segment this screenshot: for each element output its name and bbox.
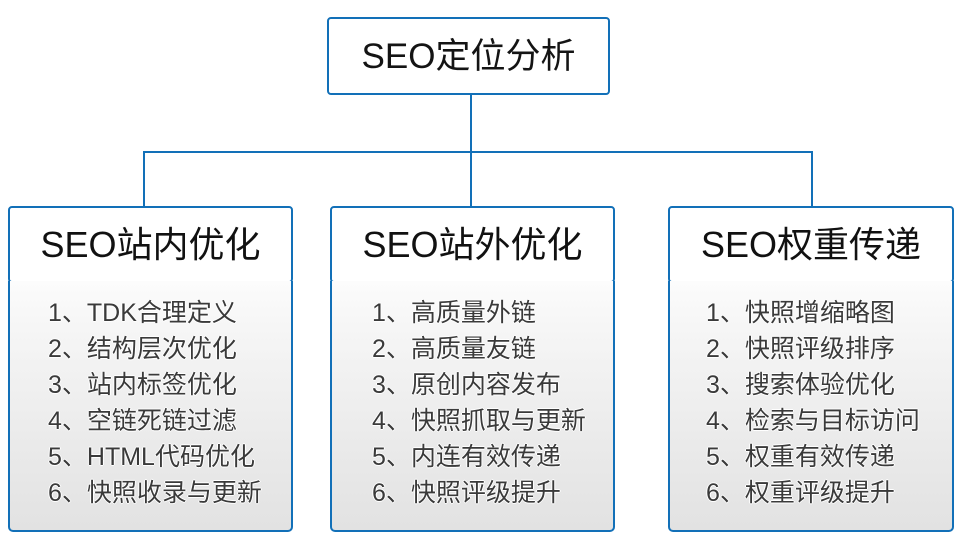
root-node-label: SEO定位分析 [361, 36, 576, 76]
list-item[interactable]: 6、权重评级提升 [706, 479, 895, 507]
branch-header-2[interactable]: SEO站外优化 [330, 206, 615, 283]
branch-column-1: SEO站内优化 1、TDK合理定义 2、结构层次优化 3、站内标签优化 4、空链… [8, 206, 293, 532]
list-item[interactable]: 3、原创内容发布 [372, 371, 561, 399]
branch-item-list-3: 1、快照增缩略图 2、快照评级排序 3、搜索体验优化 4、检索与目标访问 5、权… [670, 295, 952, 511]
connector-horizontal-bus [143, 151, 813, 153]
list-item[interactable]: 3、搜索体验优化 [706, 371, 895, 399]
list-item[interactable]: 6、快照收录与更新 [48, 479, 262, 507]
list-item[interactable]: 5、内连有效传递 [372, 443, 561, 471]
list-item[interactable]: 2、快照评级排序 [706, 335, 895, 363]
list-item[interactable]: 1、快照增缩略图 [706, 299, 895, 327]
list-item[interactable]: 5、权重有效传递 [706, 443, 895, 471]
connector-drop-branch-3 [811, 151, 813, 207]
list-item[interactable]: 3、站内标签优化 [48, 371, 237, 399]
list-item[interactable]: 1、TDK合理定义 [48, 299, 237, 327]
list-item[interactable]: 4、快照抓取与更新 [372, 407, 586, 435]
root-node-seo-positioning-analysis[interactable]: SEO定位分析 [327, 17, 610, 95]
branch-body-1: 1、TDK合理定义 2、结构层次优化 3、站内标签优化 4、空链死链过滤 5、H… [8, 281, 293, 532]
list-item[interactable]: 4、空链死链过滤 [48, 407, 237, 435]
list-item[interactable]: 6、快照评级提升 [372, 479, 561, 507]
branch-body-2: 1、高质量外链 2、高质量友链 3、原创内容发布 4、快照抓取与更新 5、内连有… [330, 281, 615, 532]
branch-header-1[interactable]: SEO站内优化 [8, 206, 293, 283]
list-item[interactable]: 1、高质量外链 [372, 299, 536, 327]
list-item[interactable]: 2、高质量友链 [372, 335, 536, 363]
branch-item-list-1: 1、TDK合理定义 2、结构层次优化 3、站内标签优化 4、空链死链过滤 5、H… [10, 295, 291, 511]
branch-header-label-2: SEO站外优化 [362, 223, 583, 265]
branch-header-label-1: SEO站内优化 [40, 223, 261, 265]
branch-body-3: 1、快照增缩略图 2、快照评级排序 3、搜索体验优化 4、检索与目标访问 5、权… [668, 281, 954, 532]
connector-root-trunk [470, 95, 472, 152]
branch-item-list-2: 1、高质量外链 2、高质量友链 3、原创内容发布 4、快照抓取与更新 5、内连有… [332, 295, 613, 511]
connector-drop-branch-2 [470, 151, 472, 207]
list-item[interactable]: 5、HTML代码优化 [48, 443, 255, 471]
list-item[interactable]: 2、结构层次优化 [48, 335, 237, 363]
branch-column-2: SEO站外优化 1、高质量外链 2、高质量友链 3、原创内容发布 4、快照抓取与… [330, 206, 615, 532]
list-item[interactable]: 4、检索与目标访问 [706, 407, 920, 435]
connector-drop-branch-1 [143, 151, 145, 207]
branch-header-label-3: SEO权重传递 [700, 223, 922, 265]
branch-header-3[interactable]: SEO权重传递 [668, 206, 954, 283]
branch-column-3: SEO权重传递 1、快照增缩略图 2、快照评级排序 3、搜索体验优化 4、检索与… [668, 206, 954, 532]
